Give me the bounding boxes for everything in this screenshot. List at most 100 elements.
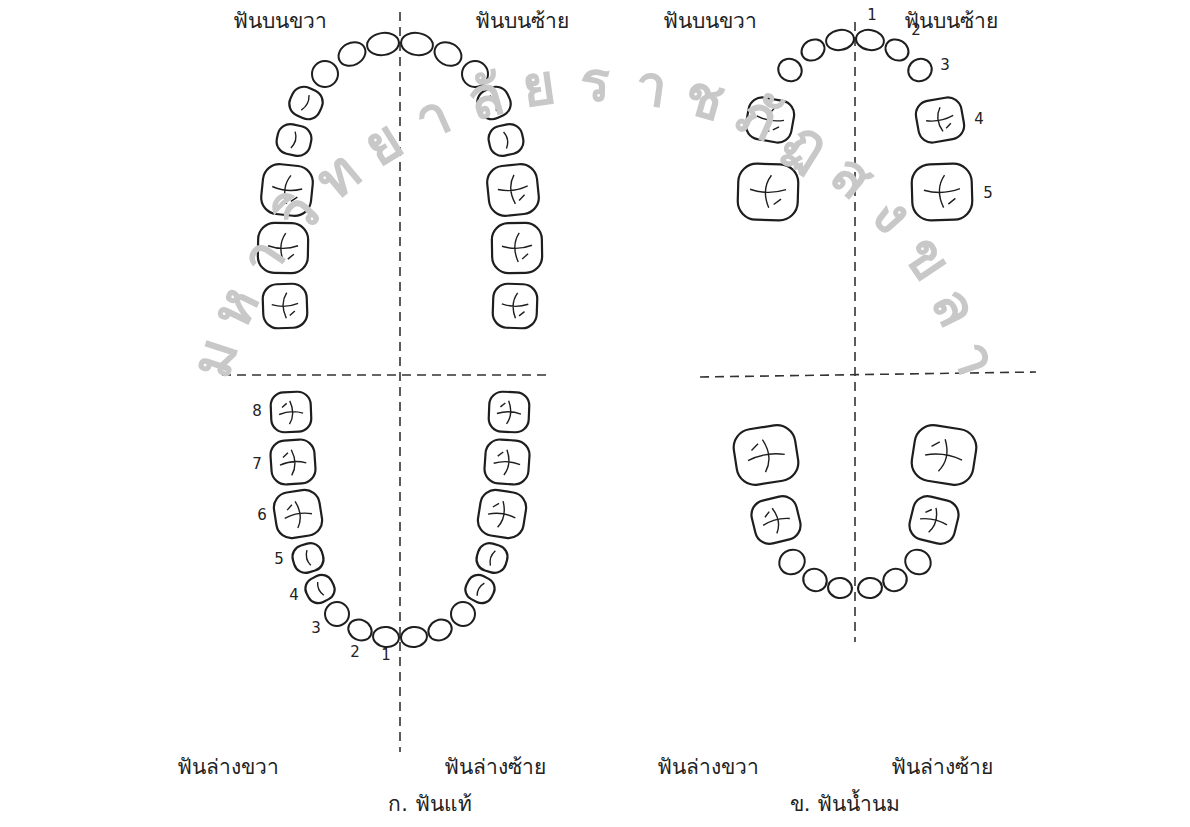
watermark-glyph: า — [631, 56, 669, 116]
tooth — [290, 540, 327, 575]
tooth — [335, 38, 370, 70]
tooth — [774, 54, 806, 85]
occlusal-dash — [222, 374, 548, 376]
watermark-glyph: ช — [679, 65, 731, 129]
tooth — [486, 122, 526, 159]
tooth — [457, 56, 494, 93]
callout-number: 2 — [911, 21, 921, 41]
watermark-glyph: ง — [862, 186, 922, 244]
tooth — [492, 223, 543, 274]
quadrant-label: ฟันล่างขวา — [177, 754, 279, 781]
tooth — [731, 423, 801, 488]
quadrant-label: ฟันบนซ้าย — [904, 8, 998, 35]
tooth — [400, 31, 435, 58]
tooth — [262, 283, 307, 328]
tooth — [911, 163, 973, 221]
callout-number: 8 — [252, 402, 262, 422]
dental-arch — [270, 391, 531, 648]
tooth — [285, 83, 327, 124]
tooth — [345, 616, 375, 644]
watermark-glyph: ย — [354, 110, 412, 175]
callout-number: 7 — [252, 455, 262, 475]
tooth — [260, 163, 315, 218]
tooth — [904, 54, 936, 85]
tooth — [857, 576, 884, 599]
callout-number: 2 — [350, 643, 360, 663]
quadrant-label: ฟันบนซ้าย — [475, 8, 569, 35]
dental-arch — [258, 31, 543, 329]
quadrant-label: ฟันล่างขวา — [657, 754, 759, 781]
tooth — [270, 439, 317, 486]
tooth — [854, 28, 885, 53]
midline-dash — [399, 12, 401, 752]
tooth — [270, 391, 312, 433]
tooth — [366, 31, 401, 58]
tooth — [272, 488, 325, 541]
callout-number: 6 — [257, 506, 267, 526]
callout-number: 3 — [940, 56, 950, 76]
tooth — [909, 423, 979, 488]
tooth — [372, 625, 400, 648]
callout-number: 3 — [311, 619, 321, 639]
watermark-glyph: า — [944, 335, 1007, 382]
tooth — [474, 540, 511, 575]
tooth — [462, 571, 499, 607]
tooth — [879, 565, 911, 596]
tooth — [425, 616, 455, 644]
tooth — [799, 565, 831, 596]
watermark-glyph: ย — [519, 56, 559, 116]
callout-number: 1 — [381, 646, 391, 666]
quadrant-label: ฟันบนขวา — [663, 8, 757, 35]
tooth — [914, 95, 967, 144]
watermark-glyph: ข — [893, 227, 961, 290]
watermark-glyph: ภั — [729, 83, 786, 149]
tooth — [775, 545, 810, 579]
tooth — [901, 545, 936, 579]
quadrant-label: ฟันบนขวา — [233, 8, 327, 35]
watermark-glyph: ลั — [461, 66, 509, 129]
watermark-glyph: ล — [922, 279, 987, 334]
occlusal-dash — [700, 372, 1036, 377]
tooth — [484, 439, 531, 486]
tooth — [486, 163, 541, 218]
figure-caption: ข. ฟันน้ำนม — [790, 791, 900, 818]
dental-arch — [737, 28, 973, 221]
tooth — [274, 122, 314, 159]
midline-dash — [854, 22, 856, 642]
watermark-glyph: ท — [306, 142, 370, 209]
quadrant-label: ฟันล่างซ้าย — [891, 754, 993, 781]
watermark-glyph: า — [407, 85, 458, 149]
tooth — [492, 283, 537, 328]
watermark-glyph: ส — [821, 143, 883, 208]
callout-number: 5 — [983, 184, 993, 204]
watermark-glyph: า — [232, 230, 296, 287]
tooth — [488, 391, 530, 433]
tooth — [906, 493, 961, 547]
tooth — [473, 83, 515, 124]
tooth — [824, 28, 855, 53]
watermark-glyph: ห — [202, 278, 269, 336]
callout-number: 4 — [974, 110, 984, 130]
tooth — [302, 571, 339, 607]
tooth — [307, 56, 344, 93]
tooth — [258, 223, 309, 274]
tooth — [882, 35, 913, 64]
watermark-glyph: วิ — [267, 184, 329, 245]
quadrant-label: ฟันล่างซ้าย — [444, 754, 546, 781]
tooth — [400, 625, 428, 648]
callout-number: 5 — [274, 550, 284, 570]
watermark-glyph: ร — [580, 54, 610, 110]
tooth — [748, 493, 803, 547]
tooth — [431, 38, 466, 70]
tooth — [798, 35, 829, 64]
watermark-glyph: ม — [182, 332, 247, 384]
tooth — [737, 163, 799, 221]
dental-arch — [731, 423, 979, 600]
tooth — [827, 576, 854, 599]
figure-caption: ก. ฟันแท้ — [388, 791, 471, 818]
callout-number: 1 — [867, 6, 877, 26]
tooth — [476, 488, 529, 541]
